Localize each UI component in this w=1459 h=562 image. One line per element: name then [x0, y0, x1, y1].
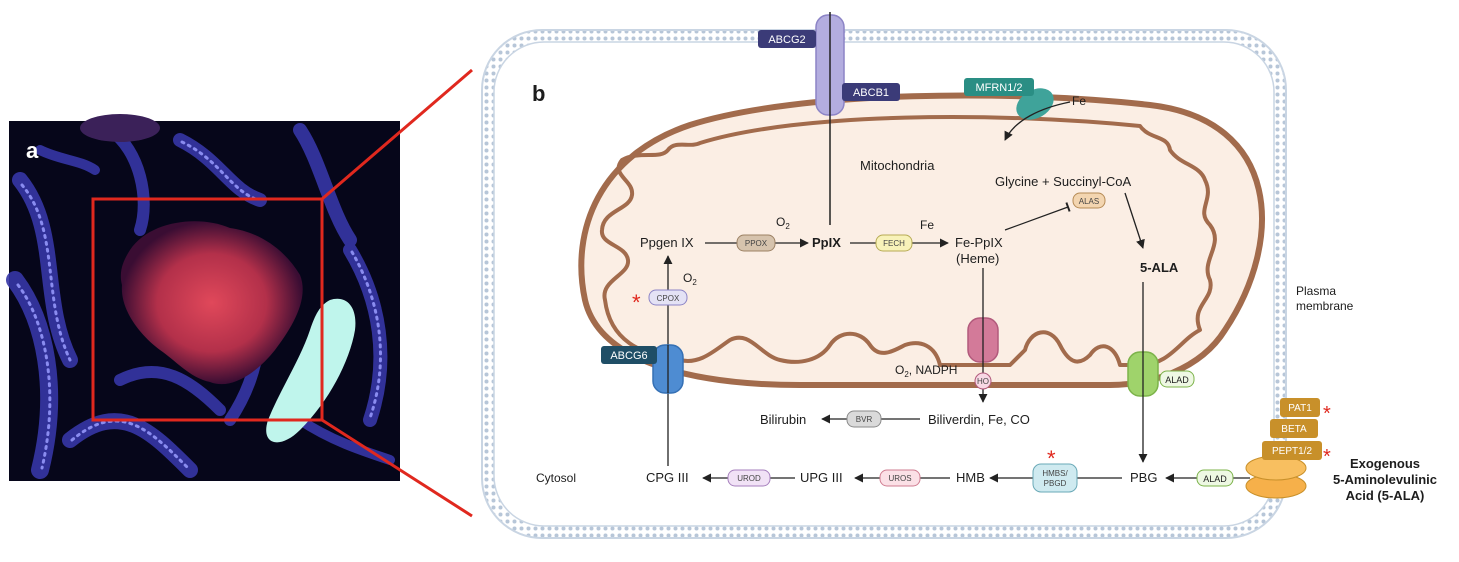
beta-badge: [1270, 419, 1318, 438]
biliverdin-label: Biliverdin, Fe, CO: [928, 412, 1030, 427]
urod-enzyme: [727, 469, 771, 487]
heme-label-2: (Heme): [956, 251, 999, 266]
blue-speckles: [16, 140, 382, 470]
abcg6-transporter: ABCG6: [601, 344, 684, 394]
alas-enzyme: [1072, 192, 1106, 209]
purple-shadow: [80, 114, 160, 142]
pbg-label: PBG: [1130, 470, 1157, 485]
uros-enzyme: [879, 469, 921, 487]
pept-badge: [1262, 441, 1322, 460]
mitochondria-label: Mitochondria: [860, 158, 935, 173]
ho-enzyme: [974, 372, 992, 390]
o2-nadph-label: O2, NADPH: [895, 363, 957, 379]
bilirubin-label: Bilirubin: [760, 412, 806, 427]
ala-mito-label: 5-ALA: [1140, 260, 1179, 275]
zoom-box: [91, 197, 324, 422]
uros-label: UROS: [888, 474, 911, 483]
exogenous-label-3: Acid (5-ALA): [1346, 488, 1425, 503]
pat1-badge: [1280, 398, 1320, 417]
panel-b-label: b: [532, 81, 545, 106]
mfrn-badge: [964, 78, 1034, 96]
hmbs-label-2: PBGD: [1044, 479, 1067, 488]
abcg6-label: ABCG6: [610, 350, 647, 362]
cpg-label: CPG III: [646, 470, 689, 485]
pat1-label: PAT1: [1288, 403, 1312, 414]
mfrn-transporter: MFRN1/2 Fe: [964, 78, 1086, 141]
hmbs-enzyme: [1032, 463, 1078, 493]
cpox-asterisk: *: [632, 290, 641, 315]
cpox-enzyme: [648, 289, 688, 306]
o2-cpox-label: O2: [683, 271, 697, 287]
ho-channel: HO: [967, 268, 999, 403]
hmbs-label-1: HMBS/: [1042, 469, 1068, 478]
pept-asterisk: *: [1323, 446, 1331, 468]
ppgen-label: Ppgen IX: [640, 235, 694, 250]
glycine-label: Glycine + Succinyl-CoA: [995, 174, 1132, 189]
abcb1-label: ABCB1: [853, 87, 889, 99]
cytosol-label: Cytosol: [536, 471, 576, 485]
alad-mito-badge: [1159, 370, 1195, 388]
abcb1-badge: [842, 83, 900, 101]
plasma-label: Plasma: [1296, 284, 1336, 298]
mfrn-label: MFRN1/2: [975, 82, 1022, 94]
ho-label: HO: [977, 377, 989, 386]
bvr-label: BVR: [856, 415, 873, 424]
solute-carriers: PAT1 * BETA PEPT1/2 *: [1245, 398, 1331, 499]
beta-label: BETA: [1281, 424, 1307, 435]
alad-cyto-enzyme: [1196, 469, 1234, 487]
fe-in-label: Fe: [1072, 94, 1086, 108]
hmb-label: HMB: [956, 470, 985, 485]
glycine-to-ala-arrow: [1124, 192, 1145, 249]
panel-a-label: a: [26, 138, 39, 163]
membrane-label: membrane: [1296, 299, 1354, 313]
bvr-enzyme: [846, 410, 882, 428]
red-tumor-fluorescence: [120, 221, 303, 385]
cpox-label: CPOX: [657, 294, 680, 303]
upg-label: UPG III: [800, 470, 843, 485]
abcg6-badge: [601, 346, 657, 364]
abcg2-abcb1-transporter: ABCG2 ABCB1: [758, 12, 900, 225]
heme-inhibits-alas: [1004, 202, 1071, 231]
abcg2-label: ABCG2: [768, 34, 805, 46]
fe-fech-label: Fe: [920, 218, 934, 232]
ppix-label: PpIX: [812, 235, 841, 250]
urod-label: UROD: [737, 474, 761, 483]
ppox-enzyme: [736, 234, 776, 252]
mitochondrion-cristae: [600, 115, 1217, 367]
exogenous-label-2: 5-Aminolevulinic: [1333, 472, 1437, 487]
fech-label: FECH: [883, 239, 905, 248]
ppox-label: PPOX: [745, 239, 768, 248]
pat1-asterisk: *: [1323, 403, 1331, 425]
alas-label: ALAS: [1079, 197, 1099, 206]
white-reflection: [266, 298, 356, 443]
abcg2-badge: [758, 30, 816, 48]
o2-ppox-label: O2: [776, 215, 790, 231]
alad-cyto-label: ALAD: [1203, 474, 1227, 484]
alad-mito-label: ALAD: [1165, 375, 1189, 385]
zoom-line-bottom: [321, 418, 473, 518]
exogenous-label-1: Exogenous: [1350, 456, 1420, 471]
fech-enzyme: [875, 234, 913, 252]
panel-b: b Mitochondria Cytosol Plasma membrane A…: [481, 12, 1437, 539]
heme-label-1: Fe-PpIX: [955, 235, 1003, 250]
fe-import-arrow: [1004, 101, 1071, 141]
pept-label: PEPT1/2: [1272, 446, 1312, 457]
zoom-line-top: [321, 68, 473, 201]
panel-a-photo: a: [6, 114, 400, 481]
hmbs-asterisk: *: [1047, 446, 1056, 471]
